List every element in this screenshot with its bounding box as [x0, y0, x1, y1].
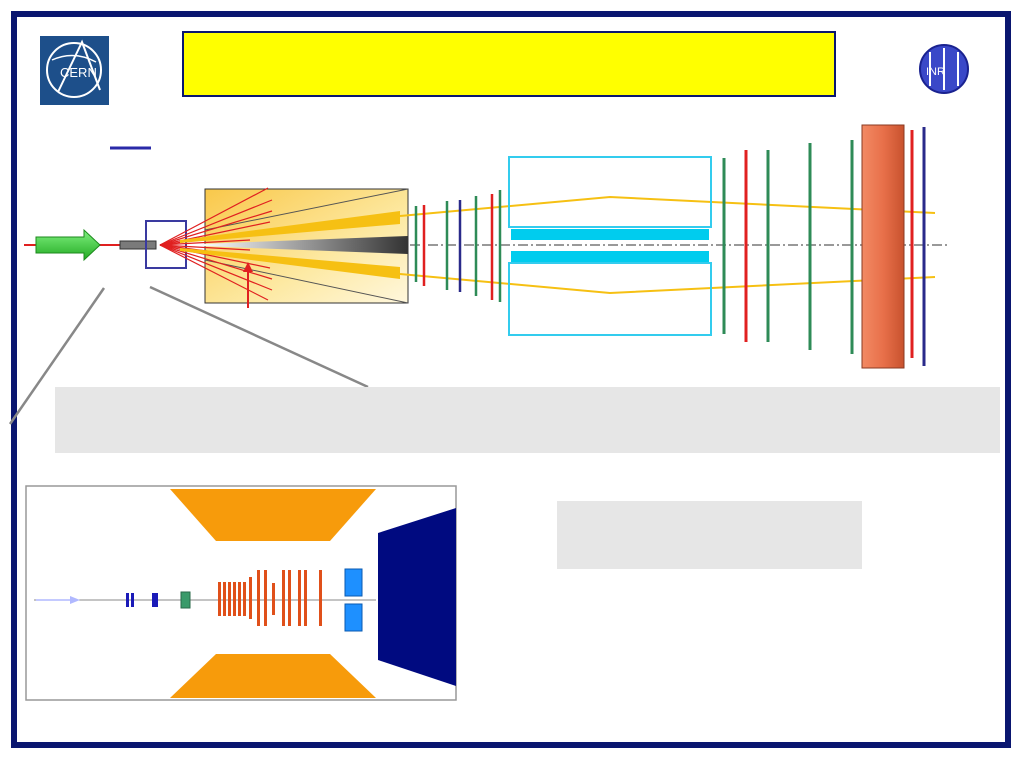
inset-magnet-bottom [170, 654, 376, 698]
tracking-planes [414, 190, 502, 302]
title-box [182, 31, 836, 97]
inset-detector-upper [344, 568, 363, 597]
particle-fan [159, 187, 273, 301]
slide-frame [11, 11, 1011, 748]
target-zoom-box [145, 220, 187, 269]
inr-logo-text: INR [926, 66, 945, 78]
inset-absorber [378, 508, 456, 686]
inset-target-region [25, 485, 457, 701]
zoom-line-left [8, 287, 106, 425]
track-lower [399, 273, 936, 295]
inr-logo: INR [919, 44, 969, 94]
inset-beam-arrow [70, 596, 80, 604]
cern-logo: CERN [40, 36, 109, 105]
track-upper [399, 195, 936, 217]
jet-lower [180, 248, 400, 279]
spectrometer-magnet [508, 156, 712, 336]
caption-box-top [55, 387, 1000, 453]
beam-arrow [35, 228, 101, 262]
zoom-line-right [149, 285, 369, 389]
calorimeter [861, 124, 905, 369]
jet-upper [180, 211, 400, 243]
downstream-planes [722, 140, 854, 354]
cern-logo-text: CERN [60, 65, 97, 80]
beam-dump-cone [200, 236, 408, 254]
beam-pipe [119, 240, 157, 250]
inset-detector-lower [344, 603, 363, 632]
detector-schematic [24, 124, 950, 369]
inset-magnet-top [170, 489, 376, 541]
inset-target-plates [218, 570, 322, 626]
caption-box-bottom [557, 501, 862, 569]
